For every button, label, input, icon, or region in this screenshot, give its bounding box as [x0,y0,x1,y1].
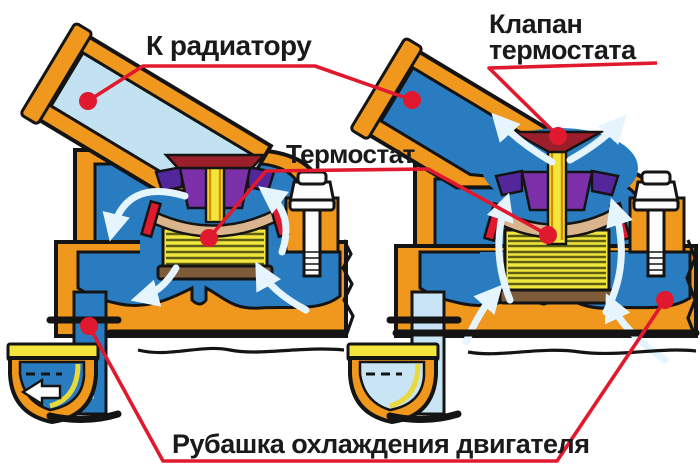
right-thermostat-open [482,130,632,305]
callout-line-thermostat [207,167,549,240]
right-jacket-torn-edge [685,239,697,337]
callout-dot-thermostat-left [200,229,218,247]
frame-left-arm [494,169,524,197]
bolt-washer [288,198,336,212]
valve-stem [204,164,226,224]
callout-dot-jacket-left [80,317,98,335]
frame-left-arm [154,165,184,193]
left-torn-cut-line [137,346,345,355]
spout-flow-arrow [20,377,62,407]
diagram-labels: К радиатору Клапан термостата Термостат … [146,9,638,459]
right-mounting-bolt [628,170,686,278]
label-to-radiator: К радиатору [146,30,312,61]
left-pipe-end-lip [20,22,93,125]
valve-disc-closed [163,153,267,170]
right-column-bottom-edge [386,410,462,424]
callout-dot-thermostat-right [539,226,557,244]
left-radiator-pipe [20,22,274,196]
callout-line-valve [487,61,658,138]
rubber-wedge-left [139,199,163,239]
bolt-cap [296,170,328,186]
left-thermostat-closed [139,153,291,281]
label-thermostat: Термостат [286,139,416,169]
callout-dot-jacket-right [656,291,674,309]
label-valve-line1: Клапан [489,9,582,39]
label-valve-line2: термостата [489,35,637,65]
callout-line-to-radiator [87,64,413,103]
right-panel-thermostat-open [346,37,700,425]
left-panel-thermostat-closed [6,22,355,425]
left-mounting-bolt [284,170,340,278]
left-block-right-torn-edge [341,239,355,337]
callout-dot-left-pipe [79,92,97,110]
bolt-washer [632,198,680,212]
callout-dot-right-pipe [403,91,421,109]
bolt-shaft [646,208,666,278]
left-column-bottom-edge [46,410,122,424]
callout-dot-valve [549,127,567,145]
left-pump-spout [6,342,100,425]
bellows-base [498,288,616,305]
bolt-shaft [302,208,322,278]
right-torn-cut-line [467,348,697,356]
bolt-cap [640,170,672,186]
frame-right-arm [590,169,620,197]
right-pump-spout [346,342,440,425]
label-cooling-jacket: Рубашка охлаждения двигателя [172,429,589,459]
callout-line-jacket [87,298,667,463]
callouts [79,61,674,463]
